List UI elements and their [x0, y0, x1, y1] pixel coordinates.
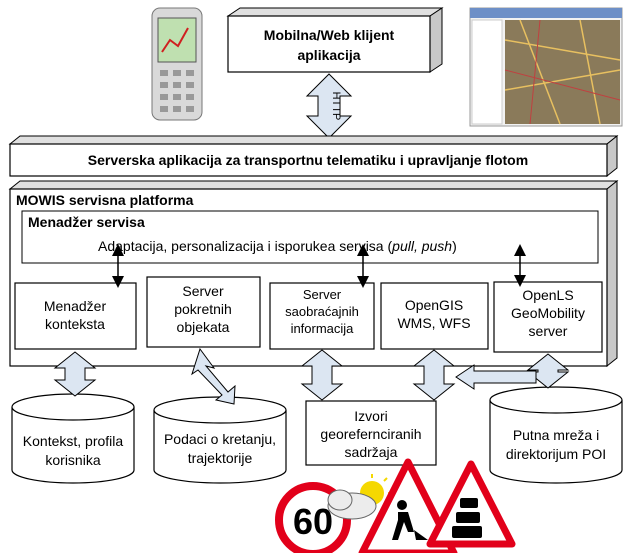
traffic-signs-image: 60 — [275, 458, 516, 553]
svg-text:WMS, WFS: WMS, WFS — [397, 315, 470, 331]
arrow-context — [53, 351, 97, 397]
component-opengis: OpenGIS WMS, WFS — [380, 282, 489, 350]
svg-text:objekata: objekata — [177, 319, 230, 335]
manager-connector-arrows — [112, 244, 526, 288]
component-boxes: Menadžer konteksta Server pokretnih obje… — [14, 276, 603, 353]
datastore-context-profile: Kontekst, profila korisnika — [11, 393, 135, 484]
service-manager-subtitle: Adaptacija, personalizacija i isporukea … — [98, 238, 457, 254]
svg-text:GeoMobility: GeoMobility — [511, 305, 585, 321]
server-app-bar: Serverska aplikacija za transportnu tele… — [8, 134, 619, 178]
arrow-opengis — [412, 349, 456, 401]
svg-text:OpenLS: OpenLS — [522, 287, 573, 303]
svg-text:sadržaja: sadržaja — [345, 444, 398, 460]
client-app-label-line1: Mobilna/Web klijent — [264, 27, 395, 43]
component-context-manager: Menadžer konteksta — [14, 282, 137, 350]
traffic-queue-sign-icon — [426, 460, 516, 548]
web-map-screenshot-image — [469, 7, 623, 127]
svg-text:konteksta: konteksta — [45, 316, 105, 332]
svg-text:direktorijum POI: direktorijum POI — [506, 446, 606, 462]
arrow-moving-objects — [191, 347, 236, 405]
svg-text:trajektorije: trajektorije — [188, 450, 253, 466]
service-manager-box: Menadžer servisa Adaptacija, personaliza… — [21, 210, 599, 264]
http-arrow: HTTP — [305, 73, 353, 139]
svg-text:pokretnih: pokretnih — [174, 301, 232, 317]
client-app-label-line2: aplikacija — [297, 47, 360, 63]
platform-title: MOWIS servisna platforma — [16, 192, 194, 208]
arrow-traffic — [300, 349, 344, 401]
http-label: HTTP — [330, 92, 342, 121]
svg-text:informacija: informacija — [291, 321, 355, 336]
svg-text:Menadžer: Menadžer — [44, 298, 107, 314]
mobile-phone-image — [151, 7, 203, 121]
svg-text:Kontekst, profila: Kontekst, profila — [23, 433, 124, 449]
speed-limit-label: 60 — [293, 501, 333, 542]
component-openls: OpenLS GeoMobility server — [493, 281, 603, 353]
datastore-georeferenced-sources: Izvori georefernciranih sadržaja — [305, 400, 437, 466]
datastore-movement-trajectories: Podaci o kretanju, trajektorije — [153, 396, 287, 484]
component-moving-objects-server: Server pokretnih objekata — [146, 276, 261, 348]
datastore-road-network-poi: Putna mreža i direktorijum POI — [489, 386, 623, 484]
svg-text:Server: Server — [182, 283, 224, 299]
svg-text:Server: Server — [303, 287, 342, 302]
roadworks-sign-icon — [358, 458, 458, 553]
svg-text:korisnika: korisnika — [45, 452, 100, 468]
svg-text:Podaci o kretanju,: Podaci o kretanju, — [164, 431, 276, 447]
svg-text:OpenGIS: OpenGIS — [405, 297, 463, 313]
svg-text:georefernciranih: georefernciranih — [320, 426, 421, 442]
svg-text:saobraćajnih: saobraćajnih — [285, 304, 359, 319]
service-manager-title: Menadžer servisa — [28, 214, 145, 230]
svg-text:server: server — [529, 323, 568, 339]
svg-text:Izvori: Izvori — [354, 408, 387, 424]
server-app-label: Serverska aplikacija za transportnu tele… — [88, 152, 528, 168]
arrow-openls — [526, 353, 570, 389]
component-traffic-info-server: Server saobraćajnih informacija — [269, 282, 375, 350]
data-flow-arrows — [53, 347, 570, 405]
client-app-box: Mobilna/Web klijent aplikacija — [226, 7, 444, 73]
svg-text:Putna mreža i: Putna mreža i — [513, 427, 599, 443]
arrow-roadnet-to-opengis — [455, 364, 537, 390]
